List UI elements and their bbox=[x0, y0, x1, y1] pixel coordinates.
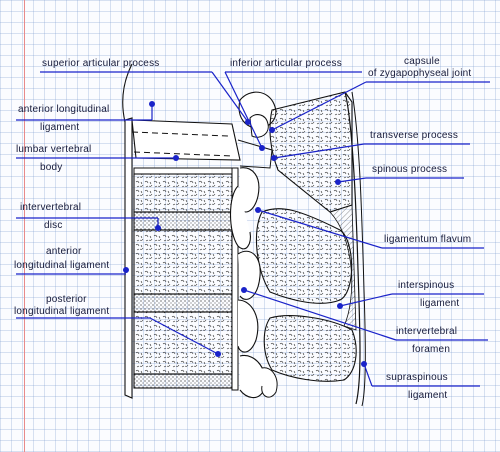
posterior-elements bbox=[230, 91, 366, 407]
label-anterior-longitudinal-line1: anterior longitudinal bbox=[18, 104, 110, 115]
label-lumbar-vertebral-body-line2: body bbox=[40, 162, 63, 173]
label-capsule-line2: of zygapophyseal joint bbox=[368, 68, 472, 79]
label-transverse-process: transverse process bbox=[370, 130, 459, 141]
label-supraspinous-line2: ligament bbox=[408, 390, 448, 401]
label-lumbar-vertebral-body-line1: lumbar vertebral bbox=[16, 144, 92, 155]
label-ligamentum-flavum: ligamentum flavum bbox=[384, 234, 472, 245]
label-anterior-line1: anterior bbox=[46, 246, 82, 257]
label-interspinous-line1: interspinous bbox=[398, 280, 455, 291]
label-superior-articular-process: superior articular process bbox=[42, 58, 160, 69]
label-interspinous-line2: ligament bbox=[420, 298, 460, 309]
label-intervertebral-disc-line2: disc bbox=[44, 220, 63, 231]
label-capsule-line1: capsule bbox=[404, 56, 440, 67]
label-intervertebral-disc-line1: intervertebral bbox=[20, 202, 82, 213]
vertebral-column bbox=[133, 167, 239, 391]
leader-lines bbox=[16, 71, 490, 387]
label-intervertebral-foramen-line1: intervertebral bbox=[396, 326, 458, 337]
label-supraspinous-line1: supraspinous bbox=[386, 372, 448, 383]
label-anterior-longitudinal-line2: ligament bbox=[40, 122, 80, 133]
anterior-ligament-band bbox=[122, 63, 133, 399]
label-intervertebral-foramen-line2: foramen bbox=[412, 344, 451, 355]
label-posterior-line2: longitudinal ligament bbox=[14, 306, 110, 317]
label-spinous-process: spinous process bbox=[372, 164, 448, 175]
label-anterior-line2: longitudinal ligament bbox=[14, 260, 110, 271]
label-inferior-articular-process: inferior articular process bbox=[230, 58, 342, 69]
label-posterior-line1: posterior bbox=[46, 294, 87, 305]
notebook-margin-line bbox=[24, 0, 25, 452]
upper-vertebra bbox=[131, 119, 241, 161]
